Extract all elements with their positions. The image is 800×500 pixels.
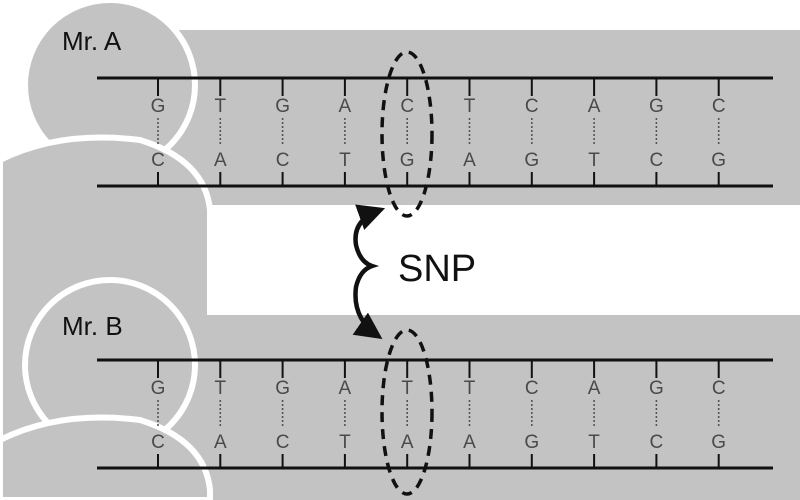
person-label-a: Mr. A [62, 26, 122, 56]
snp-highlight-ellipse-a [380, 50, 434, 218]
bottom-base: G [711, 150, 726, 171]
top-base: T [464, 96, 476, 117]
top-base: T [214, 378, 226, 399]
bottom-base: C [650, 432, 664, 453]
base-pair: AT [588, 78, 601, 186]
base-pair: GC [649, 78, 664, 186]
top-base: G [151, 96, 166, 117]
base-pair: GC [151, 78, 166, 186]
bottom-base: A [214, 432, 227, 453]
bottom-base: T [588, 432, 600, 453]
base-pair: GC [275, 360, 290, 468]
bottom-base: A [214, 150, 227, 171]
bottom-base: G [524, 150, 539, 171]
base-pair: AT [339, 360, 352, 468]
bottom-base: G [400, 150, 415, 171]
base-pair: TA [214, 78, 227, 186]
base-pair: TA [463, 78, 476, 186]
top-base: C [712, 96, 726, 117]
bottom-base: C [276, 150, 290, 171]
dna-band-b [140, 315, 800, 500]
bottom-base: A [401, 432, 414, 453]
bottom-base: C [650, 150, 664, 171]
bottom-base: T [339, 432, 351, 453]
base-pair: CG [711, 360, 726, 468]
snp-label: SNP [398, 248, 476, 290]
top-base: G [275, 96, 290, 117]
base-pair: CG [524, 360, 539, 468]
top-base: A [339, 96, 352, 117]
top-base: G [649, 96, 664, 117]
bottom-base: T [588, 150, 600, 171]
bottom-base: A [463, 432, 476, 453]
bottom-base: G [524, 432, 539, 453]
top-base: G [151, 378, 166, 399]
person-silhouette-icon [0, 277, 213, 500]
bottom-base: C [151, 150, 165, 171]
top-base: C [712, 378, 726, 399]
base-pair: CG [524, 78, 539, 186]
base-pair: AT [339, 78, 352, 186]
top-base: C [525, 96, 539, 117]
top-base: A [588, 96, 601, 117]
base-pair: AT [588, 360, 601, 468]
bottom-base: G [711, 432, 726, 453]
base-pair: TA [463, 360, 476, 468]
top-base: C [400, 96, 414, 117]
top-base: A [339, 378, 352, 399]
base-pair: GC [275, 78, 290, 186]
curly-brace-arrow-icon [352, 204, 386, 340]
bottom-base: C [276, 432, 290, 453]
base-pair: CG [400, 78, 415, 186]
top-base: T [464, 378, 476, 399]
top-base: T [214, 96, 226, 117]
bottom-base: A [463, 150, 476, 171]
top-base: G [649, 378, 664, 399]
bottom-base: C [151, 432, 165, 453]
top-base: C [525, 378, 539, 399]
person-label-b: Mr. B [62, 311, 123, 341]
top-base: T [401, 378, 413, 399]
base-pair: CG [711, 78, 726, 186]
base-pair: GC [649, 360, 664, 468]
snp-highlight-ellipse-b [380, 328, 434, 496]
top-base: A [588, 378, 601, 399]
base-pair: TA [401, 360, 414, 468]
base-pair: TA [214, 360, 227, 468]
top-base: G [275, 378, 290, 399]
bottom-base: T [339, 150, 351, 171]
base-pair: GC [151, 360, 166, 468]
